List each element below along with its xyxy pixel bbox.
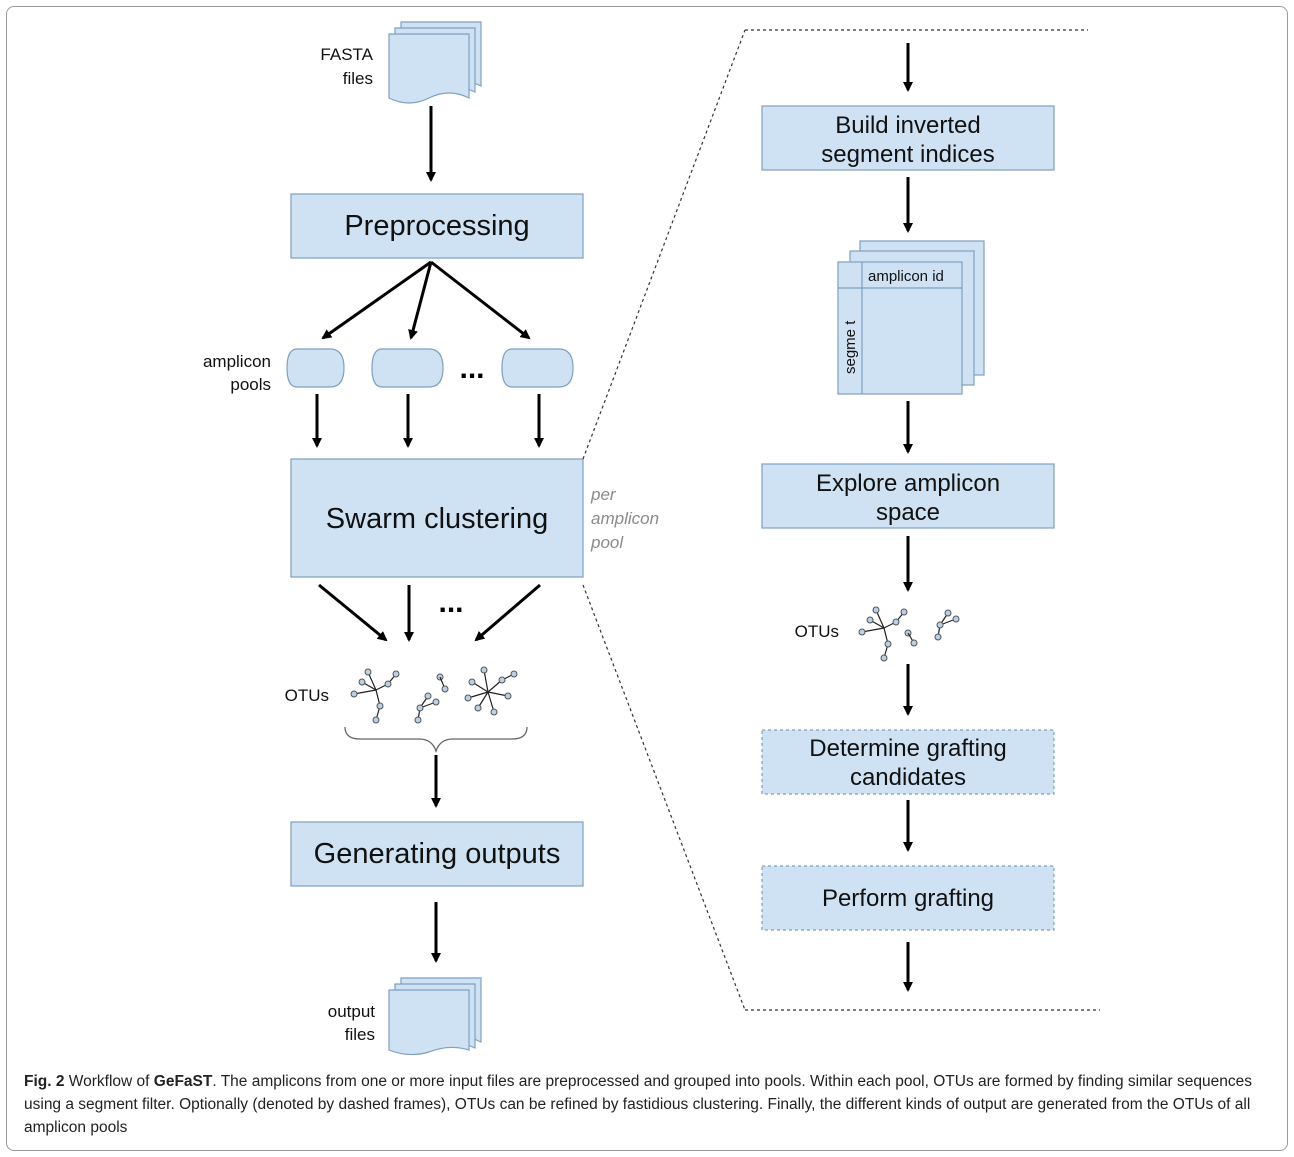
otus-label-right: OTUs bbox=[795, 622, 839, 641]
fasta-files-label-2: files bbox=[343, 69, 373, 88]
per-pool-note-1: per bbox=[590, 485, 617, 504]
otus-brace bbox=[344, 726, 528, 754]
swarm-clustering-box bbox=[290, 458, 584, 578]
determine-candidates-label-1: Determine grafting bbox=[809, 735, 1006, 762]
arrow-split-3 bbox=[430, 260, 531, 340]
table-side-label: segme t bbox=[842, 320, 859, 374]
otu-tree-icon-right-2 bbox=[934, 609, 960, 641]
arrow-split-2 bbox=[408, 261, 433, 340]
caption-tool-name: GeFaST bbox=[153, 1073, 213, 1090]
segment-index-table-icon bbox=[837, 240, 985, 395]
otu-tree-icon-right-1 bbox=[858, 606, 908, 662]
figure-frame bbox=[6, 6, 1288, 1151]
swarm-clustering-label: Swarm clustering bbox=[326, 503, 548, 535]
amplicon-pool-1 bbox=[286, 348, 345, 388]
build-indices-box bbox=[761, 105, 1055, 171]
otu-tree-icon-2 bbox=[414, 692, 440, 724]
output-files-label-1: output bbox=[328, 1002, 376, 1021]
caption-lead: Workflow of bbox=[64, 1073, 154, 1090]
per-pool-note-3: pool bbox=[590, 533, 624, 552]
caption-figure-number: Fig. 2 bbox=[24, 1073, 65, 1090]
determine-candidates-label-2: candidates bbox=[850, 764, 966, 791]
arrow-split-1 bbox=[321, 260, 432, 340]
amplicon-pools-label-2: pools bbox=[230, 375, 271, 394]
amplicon-pool-2 bbox=[371, 348, 444, 388]
otus-label-left: OTUs bbox=[285, 686, 329, 705]
determine-candidates-box bbox=[761, 729, 1055, 795]
table-header-label: amplicon id bbox=[868, 268, 944, 285]
clusters-ellipsis: ... bbox=[438, 586, 463, 619]
preprocessing-label: Preprocessing bbox=[344, 210, 529, 242]
preprocessing-box bbox=[290, 193, 584, 259]
pools-ellipsis: ... bbox=[459, 352, 484, 385]
fasta-files-icon bbox=[388, 21, 482, 104]
amplicon-pools-label-1: amplicon bbox=[203, 352, 271, 371]
arrow-cluster-1 bbox=[318, 583, 388, 642]
output-files-icon bbox=[388, 977, 482, 1056]
output-files-label-2: files bbox=[345, 1025, 375, 1044]
explore-space-label-2: space bbox=[876, 499, 940, 526]
amplicon-pool-3 bbox=[501, 348, 574, 388]
build-indices-label-2: segment indices bbox=[821, 141, 994, 168]
perform-grafting-box bbox=[761, 865, 1055, 931]
generating-outputs-box bbox=[290, 821, 584, 887]
otu-tree-icon-1 bbox=[350, 668, 400, 724]
zoom-line-top bbox=[582, 29, 746, 460]
zoom-line-bottom bbox=[582, 584, 746, 1011]
per-pool-note-2: amplicon bbox=[591, 509, 659, 528]
explore-space-label-1: Explore amplicon bbox=[816, 470, 1000, 497]
arrow-cluster-3 bbox=[474, 583, 541, 642]
generating-outputs-label: Generating outputs bbox=[314, 838, 561, 870]
explore-space-box bbox=[761, 463, 1055, 529]
caption-body: . The amplicons from one or more input f… bbox=[24, 1073, 1252, 1136]
otu-tree-icon-3 bbox=[464, 666, 518, 716]
workflow-diagram: FASTA files Preprocessing amplicon pools… bbox=[203, 21, 1100, 1056]
perform-grafting-label: Perform grafting bbox=[822, 885, 994, 912]
build-indices-label-1: Build inverted bbox=[835, 112, 980, 139]
fasta-files-label-1: FASTA bbox=[320, 45, 373, 64]
figure-caption: Fig. 2 Workflow of GeFaST. The amplicons… bbox=[24, 1070, 1274, 1139]
